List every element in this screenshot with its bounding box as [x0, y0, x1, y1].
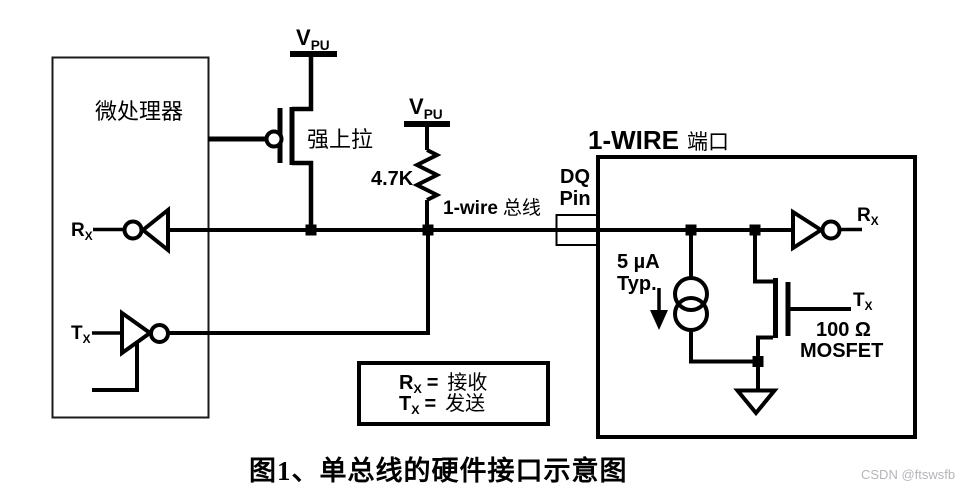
current-source-label: 5 µA Typ. — [617, 251, 660, 295]
micro-tx-label: TX — [71, 323, 91, 347]
dq-pin-label: DQ Pin — [559, 166, 591, 210]
micro-rx-label: RX — [71, 220, 93, 244]
port-rx-inverter-icon — [791, 208, 862, 252]
legend-row-rx: RX=接收 — [399, 372, 488, 397]
port-rx-label: RX — [857, 205, 879, 229]
mosfet-value-label: 100 Ω — [816, 319, 871, 341]
current-arrow-icon — [650, 288, 668, 330]
mosfet-label: MOSFET — [800, 340, 884, 362]
ground-icon — [733, 361, 779, 417]
microprocessor-title: 微处理器 — [95, 99, 184, 124]
figure-caption: 图1、单总线的硬件接口示意图 — [249, 456, 628, 486]
strong-pullup-mosfet-icon — [208, 51, 337, 230]
legend-row-tx: TX=发送 — [399, 393, 486, 418]
pullup-resistor-icon — [404, 121, 450, 230]
legend-box: RX=接收 TX=发送 — [357, 361, 550, 426]
pullup-vpu-label: VPU — [296, 25, 330, 53]
micro-rx-inverter-icon — [93, 205, 170, 255]
internal-mosfet-icon — [753, 230, 851, 362]
strong-pullup-label: 强上拉 — [307, 127, 374, 152]
current-source-icon — [673, 230, 758, 364]
watermark: CSDN @ftswsfb — [861, 467, 956, 482]
port-tx-label: TX — [853, 290, 873, 314]
micro-tx-inverter-icon — [92, 230, 430, 392]
microprocessor-box — [51, 56, 210, 419]
onewire-port-box — [596, 155, 917, 439]
resistor-value-label: 4.7K — [371, 168, 414, 190]
resistor-vpu-label: VPU — [409, 94, 443, 122]
junction-dots — [305, 224, 764, 367]
